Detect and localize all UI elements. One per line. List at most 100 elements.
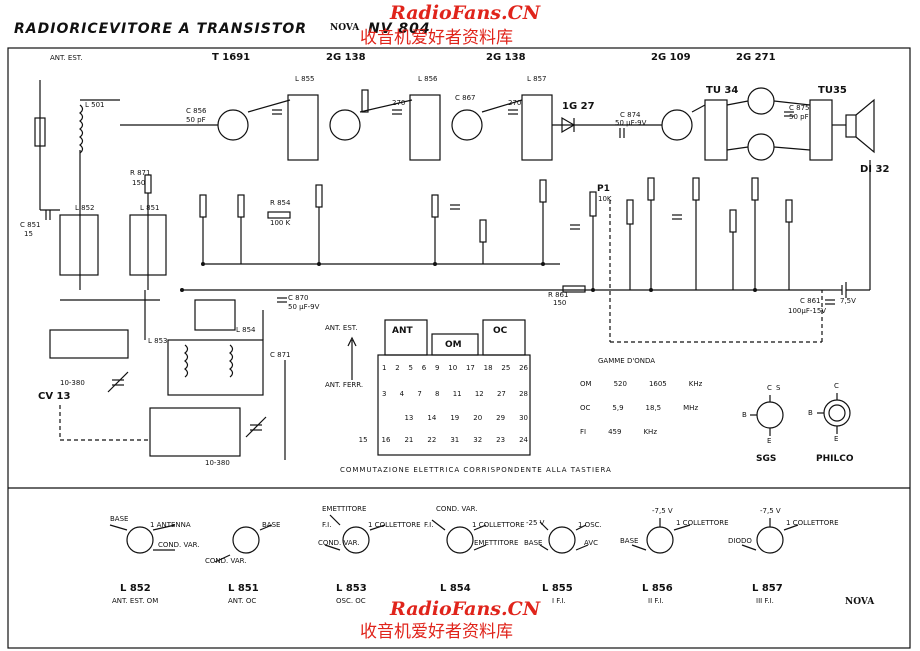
variable-cap-label: CV 13 xyxy=(38,391,71,402)
coil-diagram-title: L 854 xyxy=(440,583,471,594)
value-label: 150 xyxy=(132,179,146,187)
coil-pin-label: EMETTITORE xyxy=(322,505,367,513)
capacitor-label: C 867 xyxy=(455,94,476,102)
switch-num: 27 xyxy=(496,390,506,398)
switch-num: 2 xyxy=(395,364,400,372)
coil-pin-label: DIODO xyxy=(728,537,752,545)
capacitor-label: C 874 xyxy=(620,111,641,119)
coil-label: L 855 xyxy=(295,75,315,83)
switch-num: 4 xyxy=(399,390,405,398)
brand-label: NOVA xyxy=(330,23,360,33)
band-unit: KHz xyxy=(643,428,657,436)
ant-ferr-switch-label: ANT. FERR. xyxy=(325,381,364,389)
switch-num: 10 xyxy=(448,364,458,372)
transistor-label: 2G 138 xyxy=(486,52,526,63)
coil-label: L 854 xyxy=(236,326,256,334)
band-to: 1605 xyxy=(648,380,667,388)
value-label: 10-380 xyxy=(60,379,85,387)
coil-diagram-title: L 857 xyxy=(752,583,783,594)
coil-pin-label: BASE xyxy=(524,539,543,547)
coil-pin-label: COND. VAR. xyxy=(158,541,200,549)
switch-num: 11 xyxy=(452,390,462,398)
capacitor-label: C 871 xyxy=(270,351,291,359)
coil-diagram-desc: OSC. OC xyxy=(336,597,366,605)
battery-label: 7,5V xyxy=(840,297,856,305)
switch-num: 28 xyxy=(519,390,528,398)
switch-num: 3 xyxy=(382,390,387,398)
watermark-site-bottom: RadioFans.CN xyxy=(390,598,541,620)
value-label: 15 xyxy=(24,230,33,238)
switch-num: 22 xyxy=(427,436,437,444)
coil-pin-label: COND. VAR. xyxy=(318,539,360,547)
coil-pin-label: F.I. xyxy=(322,521,332,529)
transistor-label: 2G 271 xyxy=(736,52,776,63)
bands-table: OM 520 1605 KHz OC 5,9 18,5 MHz FI 459 K… xyxy=(580,380,702,436)
switch-num: 15 xyxy=(358,436,368,444)
switch-num: 13 xyxy=(404,414,414,422)
coil-pin-label: 1 OSC. xyxy=(578,521,602,529)
switch-num: 7 xyxy=(417,390,422,398)
coil-label: L 856 xyxy=(418,75,438,83)
pin-e: E xyxy=(767,437,772,445)
coil-pin-label: -25 V xyxy=(526,519,545,527)
value-label: 50 µF-9V xyxy=(288,303,320,311)
capacitor-label: C 861 xyxy=(800,297,821,305)
switch-num: 30 xyxy=(519,414,528,422)
value-label: 270 xyxy=(392,99,406,107)
coil-label: L 852 xyxy=(75,204,95,212)
switch-num: 12 xyxy=(474,390,484,398)
switch-num: 16 xyxy=(381,436,391,444)
pin-c: C xyxy=(767,384,772,392)
potentiometer-label: P1 xyxy=(597,184,610,194)
switch-num: 29 xyxy=(496,414,506,422)
coil-diagram-desc: ANT. OC xyxy=(228,597,257,605)
switch-num: 1 xyxy=(382,364,387,372)
coil-pin-label: 1 COLLETTORE xyxy=(676,519,729,527)
pin-c: C xyxy=(834,382,839,390)
band-from: 5,9 xyxy=(612,404,624,412)
coil-pin-label: 1 COLLETTORE xyxy=(786,519,839,527)
coil-pin-label: BASE xyxy=(110,515,129,523)
switch-num: 21 xyxy=(404,436,414,444)
switch-grid: 1 2 5 6 9 10 17 18 25 26 3 4 7 8 11 12 2… xyxy=(359,364,528,444)
switch-num: 25 xyxy=(501,364,511,372)
pin-b: B xyxy=(808,409,813,417)
coil-label: L 853 xyxy=(148,337,168,345)
value-label: 100 K xyxy=(270,219,291,227)
coil-diagram-title: L 853 xyxy=(336,583,367,594)
switch-num: 17 xyxy=(465,364,475,372)
coil-pin-label: 1 COLLETTORE xyxy=(368,521,421,529)
philco-label: PHILCO xyxy=(816,454,854,464)
value-label: 50 µF-9V xyxy=(615,119,647,127)
band-to: 18,5 xyxy=(645,404,662,412)
schematic-title: RADIORICEVITORE A TRANSISTOR xyxy=(14,21,308,37)
capacitor-label: C 856 xyxy=(186,107,207,115)
switch-header-ant: ANT xyxy=(392,326,413,336)
coil-pin-label: 1 COLLETTORE xyxy=(472,521,525,529)
value-label: 50 pF xyxy=(186,116,206,124)
coil-pin-label: BASE xyxy=(262,521,281,529)
band-name: OM xyxy=(580,380,592,388)
coil-pin-label: AVC xyxy=(584,539,599,547)
transistor-label: 2G 109 xyxy=(651,52,691,63)
value-label: 100µF-15V xyxy=(788,307,827,315)
coil-diagram-desc: ANT. EST. OM xyxy=(112,597,159,605)
switch-num: 14 xyxy=(427,414,437,422)
transistor-label: TU35 xyxy=(818,85,847,96)
coil-pin-label: F.I. xyxy=(424,521,434,529)
switch-caption: COMMUTAZIONE ELETTRICA CORRISPONDENTE AL… xyxy=(340,466,612,474)
band-unit: MHz xyxy=(683,404,699,412)
footer-brand: NOVA xyxy=(845,597,875,607)
coil-pin-label: BASE xyxy=(620,537,639,545)
band-unit: KHz xyxy=(688,380,703,388)
coil-diagram-desc: III F.I. xyxy=(756,597,774,605)
watermark-chinese-top: 收音机爱好者资料库 xyxy=(360,28,513,48)
model-label: NV 804 xyxy=(368,21,431,37)
watermark-chinese-bottom: 收音机爱好者资料库 xyxy=(360,622,513,642)
capacitor-label: C 870 xyxy=(288,294,309,302)
switch-num: 18 xyxy=(483,364,493,372)
transistor-label: 1G 27 xyxy=(562,101,595,112)
transistor-label: T 1691 xyxy=(212,52,251,63)
switch-num: 26 xyxy=(519,364,528,372)
value-label: 50 pF xyxy=(789,113,809,121)
